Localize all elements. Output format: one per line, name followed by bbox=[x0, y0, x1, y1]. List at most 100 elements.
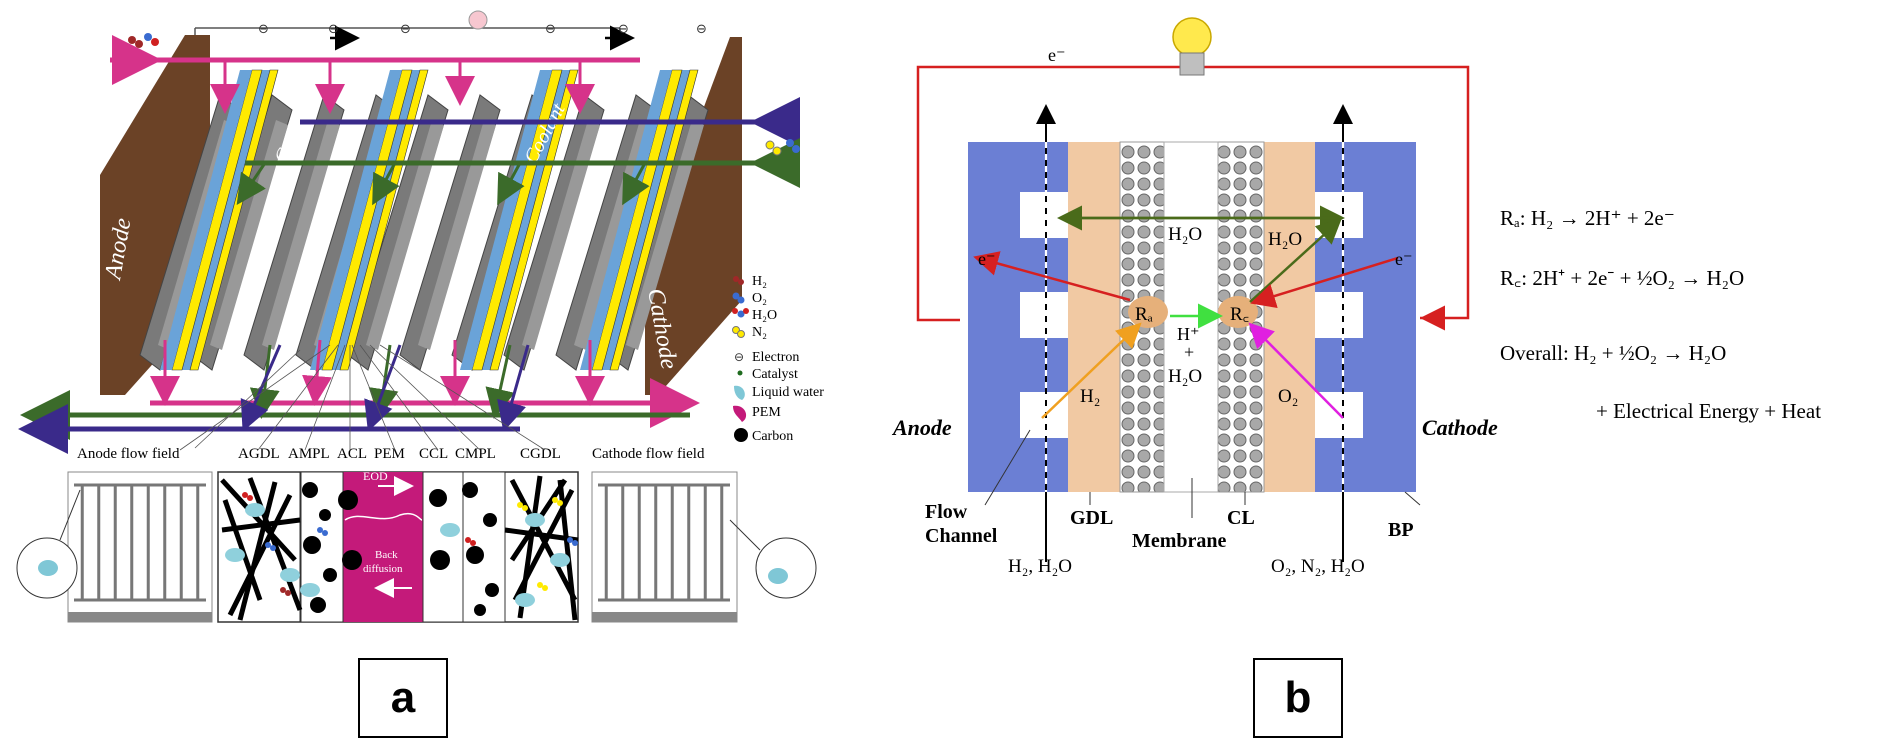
carbon-particle bbox=[462, 482, 478, 498]
water-droplet bbox=[525, 513, 545, 527]
anode-inlet-label: H₂, H₂O bbox=[1008, 556, 1072, 577]
legend-label-n2: N₂ bbox=[752, 325, 767, 340]
carbon-particle bbox=[466, 546, 484, 564]
electron-label-top: e⁻ bbox=[1048, 45, 1066, 65]
n2-icon bbox=[737, 330, 745, 338]
blue-layer bbox=[580, 70, 672, 370]
water-droplet bbox=[300, 583, 320, 597]
cl-label: CL bbox=[1227, 507, 1255, 529]
panel-b: e⁻ Rₐ R꜀ bbox=[891, 17, 1821, 577]
catalyst-icon bbox=[737, 370, 743, 376]
electron-symbol: ⊖ bbox=[400, 22, 411, 37]
cmpl-label: CMPL bbox=[455, 446, 496, 462]
carbon-particle bbox=[310, 597, 326, 613]
electron-icon: ⊖ bbox=[734, 350, 744, 364]
plate-face bbox=[418, 120, 496, 350]
h2-molecule-icon bbox=[128, 33, 159, 48]
molecule bbox=[465, 537, 471, 543]
molecule bbox=[270, 545, 276, 551]
molecule bbox=[557, 500, 563, 506]
electron-symbol: ⊖ bbox=[328, 22, 339, 37]
blue-layer bbox=[600, 70, 690, 370]
h2-diffusion-arrow bbox=[1041, 322, 1142, 419]
yellow-membrane bbox=[321, 69, 413, 371]
water-droplet bbox=[440, 523, 460, 537]
panel-b-letter: b bbox=[1284, 673, 1312, 722]
yellow-membrane bbox=[609, 69, 699, 371]
h2o-cathode-label: H₂O bbox=[1268, 229, 1302, 250]
electron-symbol: ⊖ bbox=[696, 22, 707, 37]
plate-face bbox=[522, 120, 600, 350]
blue-layer bbox=[480, 70, 570, 370]
electron-symbol: ⊖ bbox=[618, 22, 629, 37]
leader-line bbox=[179, 344, 331, 451]
molecule bbox=[280, 587, 286, 593]
bulb-icon bbox=[468, 10, 488, 30]
o2-icon bbox=[737, 296, 745, 304]
molecule bbox=[317, 527, 323, 533]
o2-diffusion-arrow bbox=[1248, 322, 1344, 419]
h2-label: H₂ bbox=[1080, 386, 1100, 407]
carbon-particle bbox=[323, 568, 337, 582]
molecule bbox=[322, 530, 328, 536]
ra-label: Rₐ bbox=[1135, 304, 1153, 325]
ampl-label: AMPL bbox=[288, 446, 330, 462]
legend-label-pem: PEM bbox=[752, 405, 781, 420]
plate-face bbox=[210, 120, 288, 350]
flow-arrow bbox=[372, 162, 400, 206]
molecule bbox=[572, 540, 578, 546]
panel-a: ⊖⊖⊖⊖⊖⊖ Anode Cathode Coolant Coolant bbox=[16, 10, 824, 623]
carbon-particle bbox=[483, 513, 497, 527]
bp-label: BP bbox=[1388, 519, 1414, 541]
flow-arrow bbox=[622, 162, 650, 206]
legend-label-liquid: Liquid water bbox=[752, 385, 824, 400]
cathode-label: Cathode bbox=[1422, 415, 1498, 440]
pem-icon bbox=[733, 405, 747, 422]
blue-layer bbox=[160, 70, 252, 370]
acl-label: ACL bbox=[337, 446, 367, 462]
water-droplet bbox=[245, 503, 265, 517]
flow-arrow bbox=[497, 162, 525, 206]
cathode-electron-arrow bbox=[1250, 256, 1399, 309]
serpentine-channels bbox=[598, 483, 730, 602]
plate-face bbox=[262, 120, 340, 350]
h2-icon bbox=[733, 276, 739, 282]
overall-reaction-equation: Overall: H₂ + ½O₂ → H₂O bbox=[1500, 341, 1726, 365]
flow-arrow bbox=[364, 344, 402, 432]
anode-gdl bbox=[1068, 142, 1120, 492]
gdl-label: GDL bbox=[1070, 507, 1113, 529]
leader-line bbox=[359, 344, 439, 451]
carbon-fiber bbox=[247, 477, 303, 611]
carbon-particle bbox=[342, 550, 362, 570]
cathode-reaction-equation: R꜀: 2H⁺ + 2e⁻ + ½O₂ → H₂O bbox=[1500, 266, 1744, 290]
cathode-gdl bbox=[1264, 142, 1315, 492]
o2-label: O₂ bbox=[1278, 386, 1298, 407]
molecule bbox=[522, 505, 528, 511]
anode-label: Anode bbox=[891, 415, 952, 440]
molecule bbox=[567, 537, 573, 543]
serpentine-channels bbox=[74, 483, 206, 602]
electron-label-left: e⁻ bbox=[978, 249, 996, 269]
carbon-fiber bbox=[227, 493, 293, 617]
electron-symbol: ⊖ bbox=[545, 22, 556, 37]
membrane-label: Membrane bbox=[1132, 530, 1227, 552]
water-droplet bbox=[550, 553, 570, 567]
overall-reaction-equation-2: + Electrical Energy + Heat bbox=[1596, 399, 1821, 423]
o2-molecule-icon bbox=[765, 139, 800, 156]
flow-label: Flow bbox=[925, 501, 968, 523]
o2-icon bbox=[732, 292, 740, 300]
light-bulb-icon bbox=[1172, 17, 1212, 76]
carbon-particle bbox=[319, 509, 331, 521]
leader-lines bbox=[179, 344, 546, 451]
yellow-membrane bbox=[339, 69, 429, 371]
blue-layer bbox=[460, 70, 552, 370]
carbon-icon bbox=[734, 428, 748, 442]
legend-label-h2: H₂ bbox=[752, 274, 767, 289]
leader-line bbox=[257, 344, 339, 451]
mea-layers: EOD Back diffusion bbox=[217, 469, 579, 623]
leader-line bbox=[379, 344, 546, 451]
molecule bbox=[242, 492, 248, 498]
legend-label-catalyst: Catalyst bbox=[752, 367, 798, 382]
carbon-fibers bbox=[220, 475, 579, 621]
cathode-flow-field-label: Cathode flow field bbox=[592, 446, 705, 462]
